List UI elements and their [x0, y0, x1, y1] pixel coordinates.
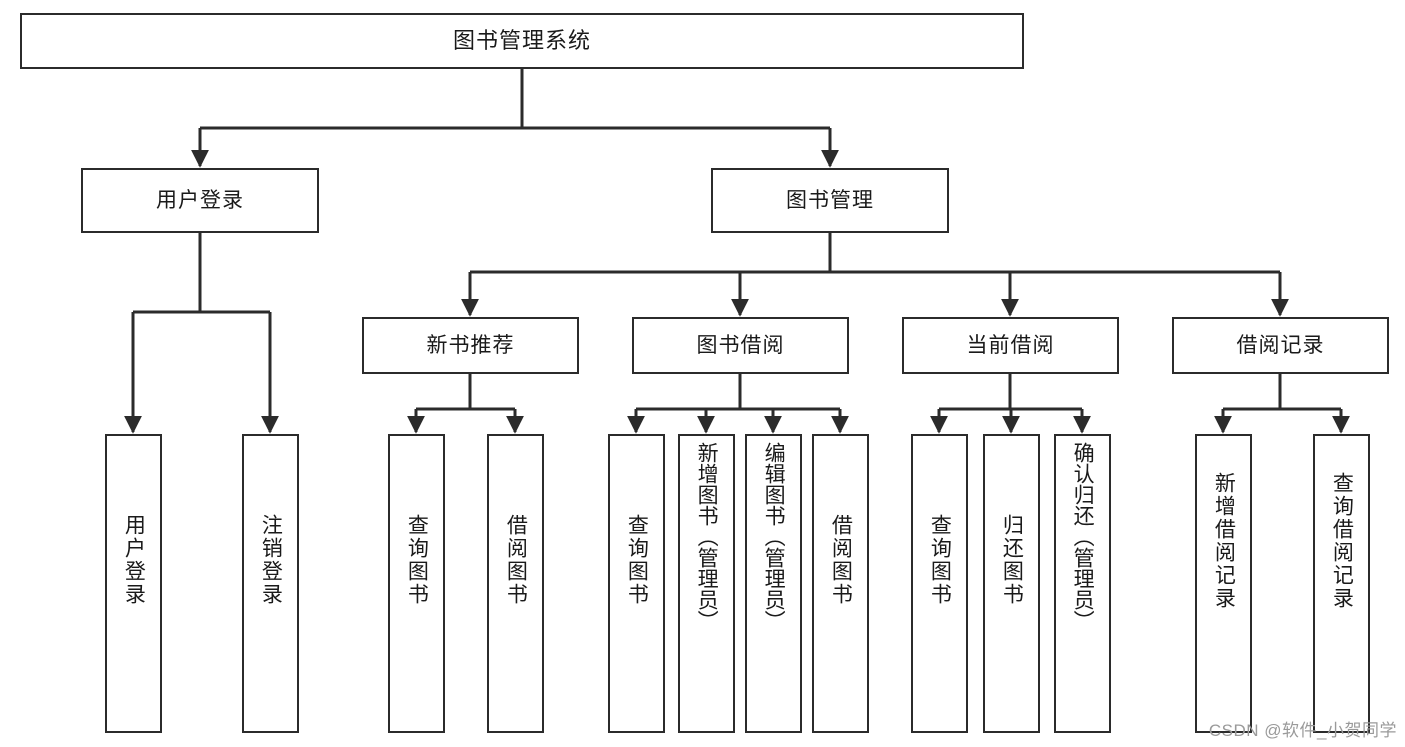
node-leaf-query-book-3-label: 查询图书 [928, 514, 952, 606]
node-current-borrow-label: 当前借阅 [966, 333, 1055, 357]
node-root[interactable]: 图书管理系统 [20, 13, 1024, 69]
node-leaf-add-book-label: 新增图书（管理员） [695, 442, 719, 631]
node-borrow-record-label: 借阅记录 [1236, 333, 1325, 357]
node-book-borrow-label: 图书借阅 [696, 333, 785, 357]
node-leaf-return-book-label: 归还图书 [1000, 514, 1024, 606]
node-leaf-borrow-book-1[interactable]: 借阅图书 [487, 434, 544, 733]
node-current-borrow[interactable]: 当前借阅 [902, 317, 1119, 374]
node-leaf-add-book[interactable]: 新增图书（管理员） [678, 434, 735, 733]
node-leaf-borrow-book-2[interactable]: 借阅图书 [812, 434, 869, 733]
node-root-label: 图书管理系统 [452, 27, 591, 53]
node-leaf-query-book-3[interactable]: 查询图书 [911, 434, 968, 733]
node-leaf-return-book[interactable]: 归还图书 [983, 434, 1040, 733]
node-leaf-query-record[interactable]: 查询借阅记录 [1313, 434, 1370, 733]
node-book-borrow[interactable]: 图书借阅 [632, 317, 849, 374]
node-leaf-query-book-1-label: 查询图书 [405, 514, 429, 606]
node-leaf-user-login-label: 用户登录 [122, 514, 146, 606]
node-book-manage-label: 图书管理 [786, 188, 874, 212]
node-new-book-rec-label: 新书推荐 [426, 333, 515, 357]
node-leaf-edit-book-label: 编辑图书（管理员） [762, 442, 786, 631]
node-leaf-add-record-label: 新增借阅记录 [1212, 472, 1236, 610]
node-user-login[interactable]: 用户登录 [81, 168, 319, 233]
node-leaf-add-record[interactable]: 新增借阅记录 [1195, 434, 1252, 733]
node-leaf-confirm-return[interactable]: 确认归还（管理员） [1054, 434, 1111, 733]
node-leaf-query-record-label: 查询借阅记录 [1330, 472, 1354, 610]
node-user-login-label: 用户登录 [156, 188, 244, 212]
node-leaf-confirm-return-label: 确认归还（管理员） [1071, 442, 1095, 631]
node-leaf-borrow-book-2-label: 借阅图书 [829, 514, 853, 606]
node-leaf-logout[interactable]: 注销登录 [242, 434, 299, 733]
node-leaf-query-book-2-label: 查询图书 [625, 514, 649, 606]
node-book-manage[interactable]: 图书管理 [711, 168, 949, 233]
node-leaf-logout-label: 注销登录 [259, 514, 283, 606]
node-leaf-edit-book[interactable]: 编辑图书（管理员） [745, 434, 802, 733]
watermark-text: CSDN @软件_小贺同学 [1208, 721, 1397, 740]
node-leaf-query-book-1[interactable]: 查询图书 [388, 434, 445, 733]
node-leaf-query-book-2[interactable]: 查询图书 [608, 434, 665, 733]
node-new-book-rec[interactable]: 新书推荐 [362, 317, 579, 374]
node-leaf-user-login[interactable]: 用户登录 [105, 434, 162, 733]
node-borrow-record[interactable]: 借阅记录 [1172, 317, 1389, 374]
node-leaf-borrow-book-1-label: 借阅图书 [504, 514, 528, 606]
